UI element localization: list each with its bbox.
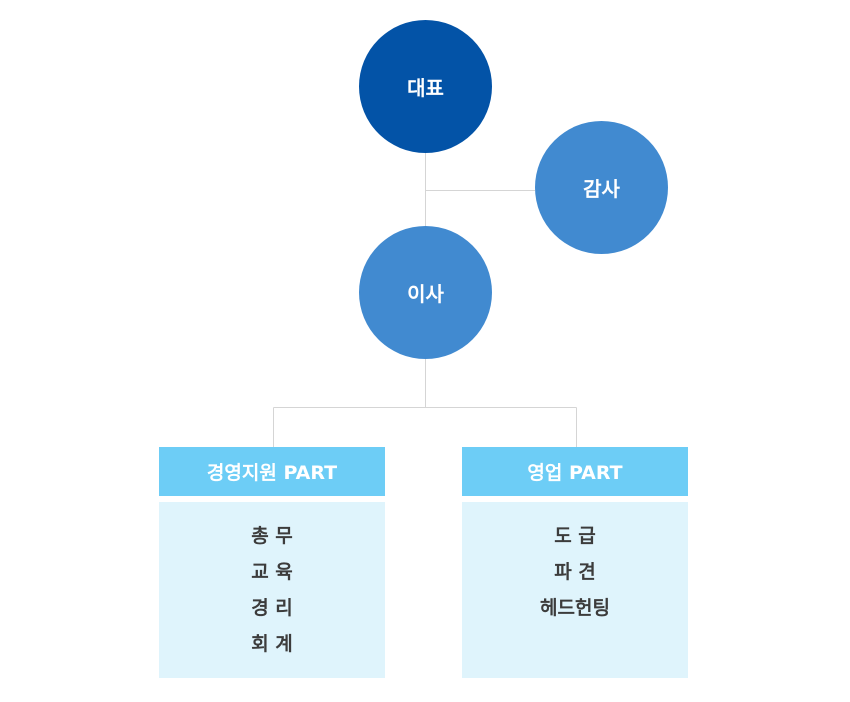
auditor-label: 감사 [583,177,620,201]
management-support-part-title: 경영지원 PART [206,462,338,484]
duty-item: 총 무 [251,525,293,547]
management-support-duties: 총 무 교 육 경 리 회 계 [159,502,385,678]
ceo-label: 대표 [407,76,444,100]
sales-part-title: 영업 PART [527,462,623,484]
sales-duties: 도 급 파 견 헤드헌팅 [462,502,688,678]
duty-item: 교 육 [251,561,293,583]
director-node: 이사 [359,226,492,359]
management-support-part: 경영지원 PART 총 무 교 육 경 리 회 계 [159,447,385,678]
auditor-node: 감사 [535,121,668,254]
sales-part: 영업 PART 도 급 파 견 헤드헌팅 [462,447,688,678]
director-label: 이사 [407,282,444,306]
duty-item: 회 계 [251,633,293,655]
duty-item: 경 리 [251,597,293,619]
duty-item: 파 견 [554,561,596,583]
sales-part-header: 영업 PART [462,447,688,496]
management-support-part-header: 경영지원 PART [159,447,385,496]
ceo-node: 대표 [359,20,492,153]
duty-item: 헤드헌팅 [540,597,610,619]
duty-item: 도 급 [554,525,596,547]
